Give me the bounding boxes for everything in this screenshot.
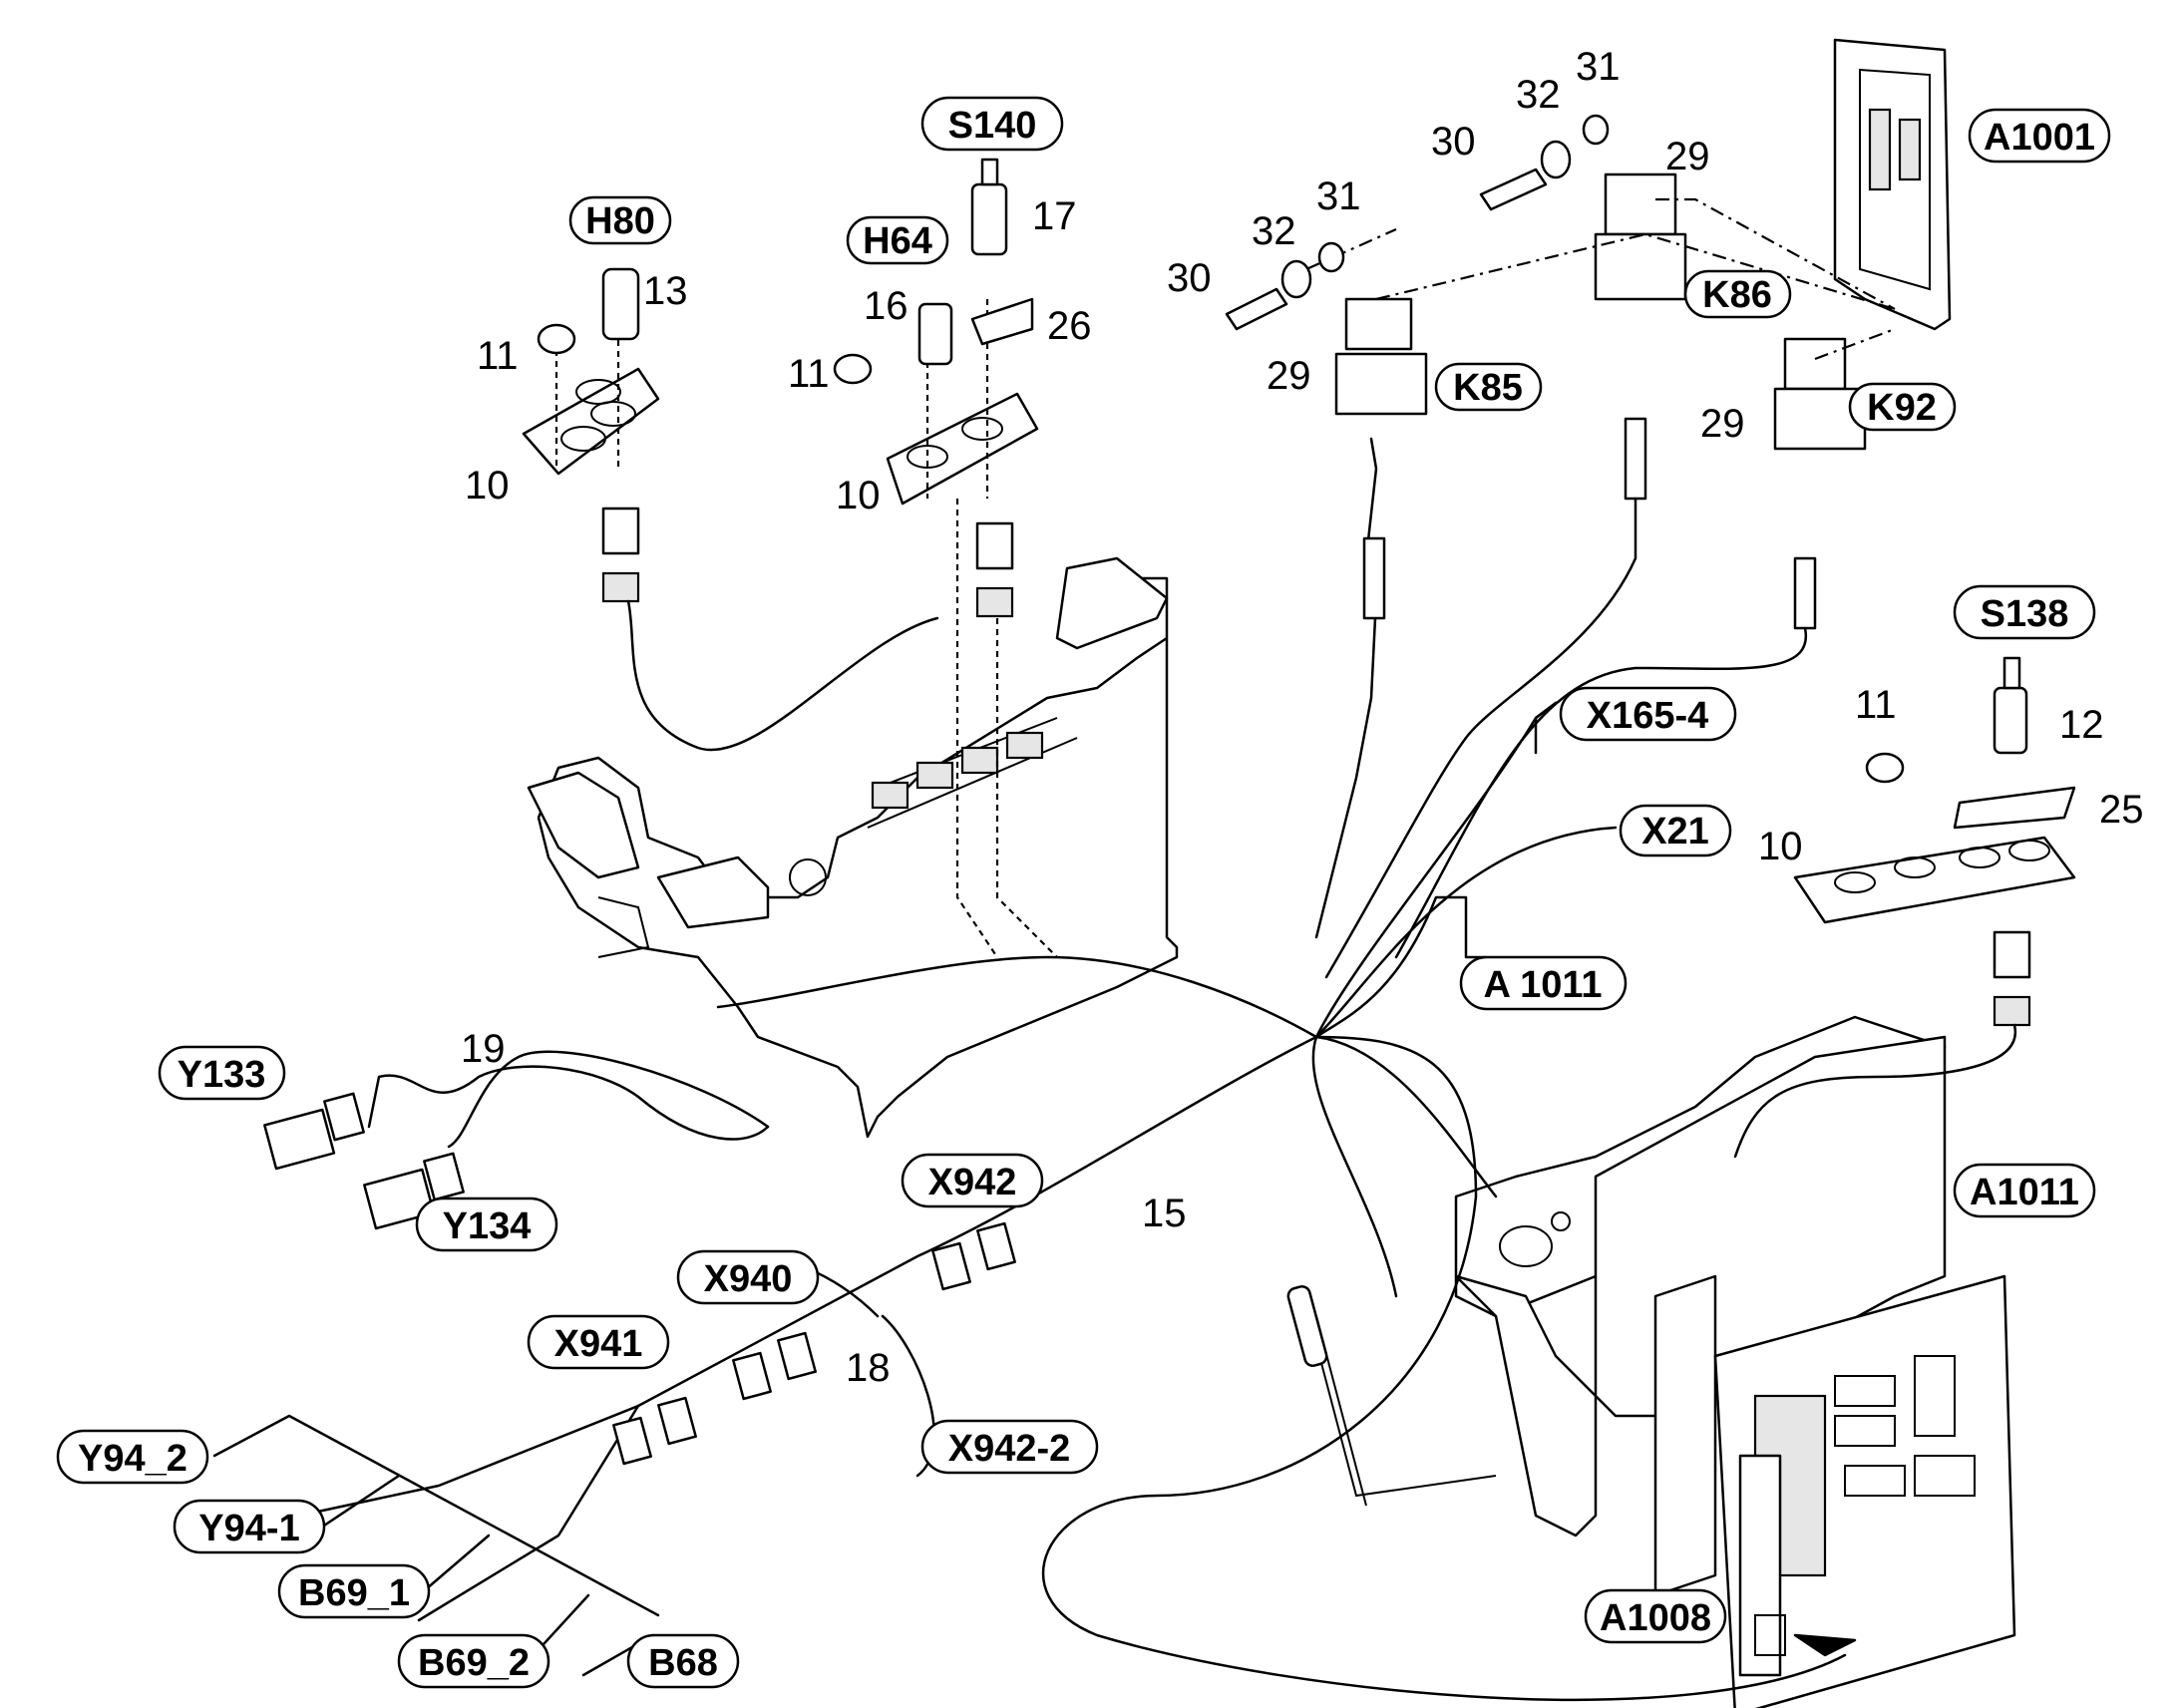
svg-text:X21: X21 (1641, 811, 1709, 853)
svg-text:X942: X942 (928, 1162, 1017, 1203)
svg-text:30: 30 (1167, 256, 1212, 300)
switch-panel-right (1733, 656, 2076, 1159)
svg-text:11: 11 (1855, 683, 1897, 727)
svg-text:X942-2: X942-2 (948, 1428, 1071, 1470)
tag-a1001: A1001 (1968, 108, 2111, 164)
svg-text:10: 10 (465, 464, 510, 508)
tag-h64: H64 (846, 215, 949, 265)
tag-k85: K85 (1434, 362, 1543, 412)
svg-text:S138: S138 (1981, 593, 2069, 635)
svg-text:32: 32 (1516, 73, 1561, 117)
tag-y134: Y134 (415, 1196, 558, 1252)
tag-x942-2: X942-2 (920, 1419, 1099, 1475)
svg-text:X940: X940 (704, 1258, 793, 1300)
svg-text:29: 29 (1267, 354, 1311, 398)
svg-text:25: 25 (2099, 788, 2144, 832)
switch-panel-middle (833, 158, 1058, 958)
component-tags: H80 H64 S140 S138 K85 K86 K92 A1001 X165… (56, 96, 2111, 1689)
svg-text:19: 19 (461, 1027, 506, 1071)
svg-text:31: 31 (1576, 45, 1621, 89)
switch-panel-left (522, 267, 939, 752)
item-numbers: 13 11 10 17 16 26 11 10 31 32 30 29 31 3… (461, 45, 2144, 1390)
relay-k92 (1394, 337, 1867, 959)
svg-text:11: 11 (477, 334, 519, 378)
tag-a1011-right: A1011 (1953, 1163, 2096, 1218)
svg-text:A 1011: A 1011 (1483, 964, 1602, 1006)
svg-text:Y133: Y133 (178, 1054, 266, 1096)
hardware-set-right (1479, 114, 1610, 211)
tag-s138: S138 (1953, 584, 2096, 640)
svg-text:10: 10 (1758, 825, 1803, 868)
tag-x940: X940 (676, 1249, 820, 1305)
svg-text:32: 32 (1252, 209, 1296, 253)
tag-b69-2: B69_2 (397, 1633, 550, 1689)
tag-k86: K86 (1683, 269, 1792, 319)
svg-text:S140: S140 (948, 105, 1037, 147)
svg-text:H64: H64 (863, 220, 932, 262)
mounting-lines (1305, 197, 1896, 361)
hardware-set-left (1225, 241, 1345, 331)
svg-text:26: 26 (1047, 304, 1092, 348)
svg-text:B68: B68 (648, 1642, 718, 1684)
relay-k85 (1314, 297, 1428, 939)
operator-console (527, 556, 1179, 1139)
svg-text:K92: K92 (1867, 387, 1937, 429)
tag-a-1011-top: A 1011 (1459, 955, 1628, 1011)
svg-text:K86: K86 (1702, 274, 1772, 316)
svg-text:B69_2: B69_2 (418, 1642, 530, 1684)
svg-text:11: 11 (788, 352, 830, 396)
rack-a1001 (1833, 38, 1952, 331)
svg-text:15: 15 (1142, 1192, 1187, 1235)
svg-text:H80: H80 (585, 200, 655, 242)
svg-text:B69_1: B69_1 (298, 1572, 410, 1614)
tag-b68: B68 (626, 1633, 740, 1689)
tag-h80: H80 (568, 195, 672, 245)
svg-text:31: 31 (1316, 174, 1361, 218)
tag-y94-1: Y94-1 (173, 1499, 326, 1554)
tag-b69-1: B69_1 (277, 1563, 431, 1619)
relay-k86 (1324, 172, 1687, 979)
tag-x165-4: X165-4 (1559, 686, 1737, 742)
svg-text:29: 29 (1665, 135, 1710, 178)
svg-text:29: 29 (1700, 402, 1745, 446)
svg-text:A1011: A1011 (1970, 1172, 2079, 1213)
tag-x942: X942 (901, 1153, 1044, 1208)
main-harness (297, 701, 1847, 1702)
svg-text:Y94_2: Y94_2 (78, 1438, 187, 1480)
tag-a1008: A1008 (1584, 1588, 1727, 1644)
svg-text:K85: K85 (1453, 367, 1523, 409)
svg-text:17: 17 (1032, 194, 1077, 238)
svg-text:18: 18 (846, 1346, 891, 1390)
svg-text:16: 16 (864, 284, 908, 328)
tag-y133: Y133 (158, 1045, 286, 1101)
svg-text:Y134: Y134 (443, 1205, 532, 1247)
svg-text:10: 10 (836, 474, 881, 517)
svg-text:Y94-1: Y94-1 (198, 1508, 299, 1549)
svg-text:X165-4: X165-4 (1587, 695, 1709, 737)
svg-text:12: 12 (2059, 703, 2104, 747)
tag-x941: X941 (527, 1314, 670, 1370)
svg-text:X941: X941 (554, 1323, 643, 1365)
tag-k92: K92 (1848, 382, 1957, 432)
tag-x21: X21 (1619, 804, 1732, 857)
tag-s140: S140 (920, 96, 1064, 152)
tag-y94-2: Y94_2 (56, 1429, 209, 1485)
harness-connectors (263, 1092, 1016, 1466)
svg-text:30: 30 (1431, 120, 1476, 164)
svg-text:A1008: A1008 (1600, 1597, 1711, 1639)
right-control-unit (1286, 1015, 2016, 1708)
svg-text:A1001: A1001 (1984, 117, 2095, 159)
svg-text:13: 13 (643, 269, 688, 313)
